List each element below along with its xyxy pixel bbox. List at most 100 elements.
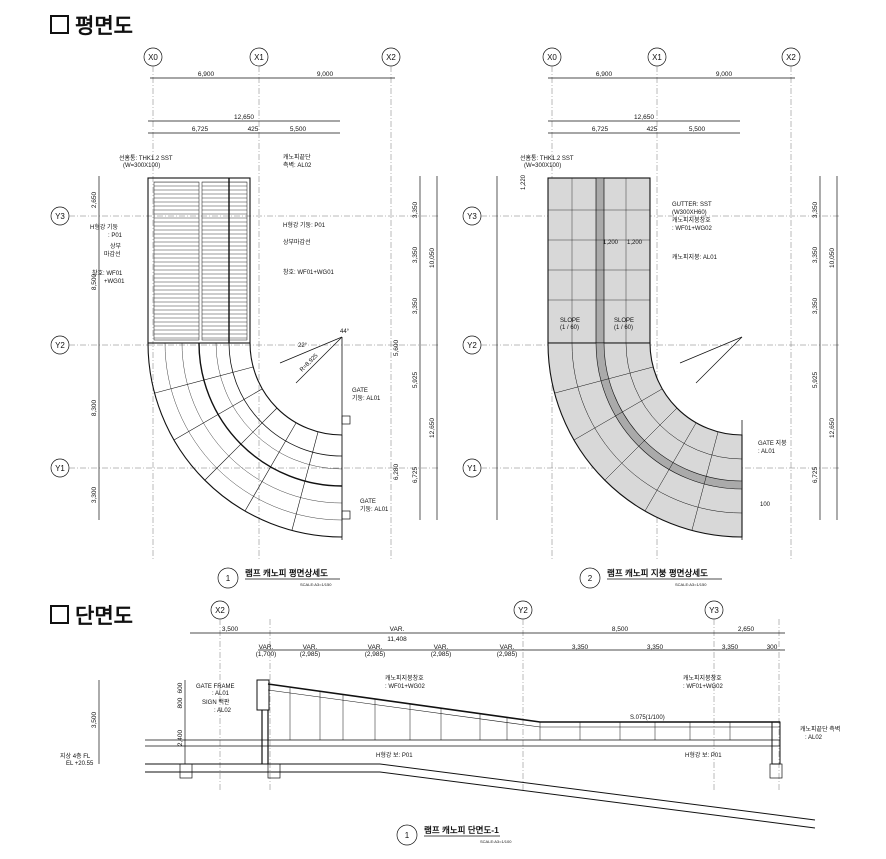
svg-text:VAR.: VAR. (390, 626, 405, 633)
grid-bubble-y2-2: Y2 (462, 335, 482, 355)
svg-text:10,050: 10,050 (429, 248, 436, 268)
grid-bubble-y2: Y2 (50, 335, 70, 355)
svg-text:2,650: 2,650 (738, 626, 755, 633)
svg-text:Y2: Y2 (518, 606, 528, 615)
svg-text:3,300: 3,300 (91, 486, 98, 503)
svg-text:캐노피지붕창호: 캐노피지붕창호 (385, 674, 424, 682)
svg-text:선홈통: THK1.2 SST: 선홈통: THK1.2 SST (520, 154, 574, 162)
svg-text:+WG01: +WG01 (104, 279, 125, 285)
svg-text:VAR.: VAR. (303, 644, 318, 651)
svg-text:22°: 22° (298, 343, 308, 349)
svg-text:캐노피끝단: 캐노피끝단 (283, 153, 311, 161)
svg-text:캐노피지붕창호: 캐노피지붕창호 (672, 216, 711, 224)
svg-text:상부마감선: 상부마감선 (283, 238, 311, 246)
grid-bubble-x0-2: X0 (542, 47, 562, 67)
svg-text:100: 100 (760, 502, 771, 508)
svg-text:: WF01+WG02: : WF01+WG02 (683, 684, 724, 690)
svg-text:12,650: 12,650 (429, 418, 436, 438)
svg-text:1,200: 1,200 (603, 240, 619, 246)
svg-text:(2,985): (2,985) (431, 651, 452, 658)
svg-text:(1,700): (1,700) (256, 651, 277, 658)
grid-bubble-y3-s: Y3 (704, 600, 724, 620)
svg-text:5,500: 5,500 (290, 126, 307, 133)
grid-bubble-x2: X2 (381, 47, 401, 67)
grid-bubble-y3: Y3 (50, 206, 70, 226)
svg-text:3,500: 3,500 (91, 711, 98, 728)
svg-text:9,000: 9,000 (317, 71, 334, 78)
svg-text:측벽: AL02: 측벽: AL02 (283, 161, 312, 169)
svg-text:2,400: 2,400 (177, 729, 184, 746)
svg-text:Y3: Y3 (709, 606, 719, 615)
svg-text:3,500: 3,500 (222, 626, 239, 633)
svg-text:3,350: 3,350 (812, 297, 819, 314)
grid-bubble-y2-s: Y2 (513, 600, 533, 620)
svg-text:상부: 상부 (110, 242, 122, 250)
svg-text:창호: WF01+WG01: 창호: WF01+WG01 (283, 268, 335, 276)
grid-bubble-x2-2: X2 (781, 47, 801, 67)
svg-text:: AL02: : AL02 (805, 735, 823, 741)
svg-text:: AL02: : AL02 (214, 708, 232, 714)
svg-text:캐노피끝단 측벽: 캐노피끝단 측벽 (800, 725, 840, 733)
grid-bubble-x2-s: X2 (210, 600, 230, 620)
svg-text:3,350: 3,350 (572, 644, 589, 651)
svg-text:GATE FRAME: GATE FRAME (196, 684, 235, 690)
svg-text:12,650: 12,650 (634, 114, 654, 121)
svg-text:SCALE:A3=1/150: SCALE:A3=1/150 (675, 582, 707, 587)
grid-bubble-y3-2: Y3 (462, 206, 482, 226)
svg-text:1,220: 1,220 (521, 174, 527, 190)
svg-text:X1: X1 (254, 53, 264, 62)
section-title: 램프 캐노피 단면도-1 (424, 825, 499, 835)
plan-1-title-bubble: 1 (217, 567, 239, 589)
svg-text:Y3: Y3 (55, 212, 65, 221)
svg-text:VAR.: VAR. (259, 644, 274, 651)
svg-text:11,408: 11,408 (387, 636, 407, 643)
svg-text:8,500: 8,500 (91, 273, 98, 290)
svg-text:마감선: 마감선 (104, 250, 121, 258)
svg-text:6,280: 6,280 (393, 463, 400, 480)
svg-text:3,350: 3,350 (647, 644, 664, 651)
svg-text:X1: X1 (652, 53, 662, 62)
svg-text:Y1: Y1 (55, 464, 65, 473)
svg-text:: WF01+WG02: : WF01+WG02 (385, 684, 426, 690)
plan-2-title: 램프 캐노피 지붕 평면상세도 (607, 568, 708, 578)
svg-text:8,300: 8,300 (91, 399, 98, 416)
svg-text:기둥: AL01: 기둥: AL01 (360, 505, 389, 513)
svg-text:: WF01+WG02: : WF01+WG02 (672, 226, 713, 232)
svg-text:X0: X0 (148, 53, 158, 62)
svg-text:GATE: GATE (352, 388, 368, 394)
plan-detail-1: X0 X1 X2 Y3 Y2 Y1 6,900 9,000 12,650 6,7… (50, 47, 440, 589)
svg-text:1,200: 1,200 (627, 240, 643, 246)
svg-text:600: 600 (177, 682, 184, 693)
svg-text:10,050: 10,050 (829, 248, 836, 268)
svg-text:3,350: 3,350 (812, 201, 819, 218)
svg-text:Y3: Y3 (467, 212, 477, 221)
svg-text:X0: X0 (547, 53, 557, 62)
svg-text:(1 / 60): (1 / 60) (614, 325, 633, 331)
svg-text:5,600: 5,600 (393, 339, 400, 356)
plan-heading-text: 평면도 (75, 14, 133, 38)
svg-text:(1 / 60): (1 / 60) (560, 325, 579, 331)
svg-text:Y2: Y2 (467, 341, 477, 350)
section-heading-text: 단면도 (75, 604, 133, 628)
svg-text:2,650: 2,650 (91, 191, 98, 208)
svg-text:VAR.: VAR. (368, 644, 383, 651)
svg-text:6,725: 6,725 (592, 126, 609, 133)
svg-text:Y2: Y2 (55, 341, 65, 350)
plan-1-title: 램프 캐노피 평면상세도 (245, 568, 328, 578)
svg-text:VAR.: VAR. (434, 644, 449, 651)
svg-text:H형강 보: P01: H형강 보: P01 (685, 751, 722, 759)
svg-text:2: 2 (588, 574, 593, 583)
grid-bubble-x0: X0 (143, 47, 163, 67)
svg-text:8,500: 8,500 (612, 626, 629, 633)
svg-text:: AL01: : AL01 (212, 691, 230, 697)
plan-heading: 평면도 (50, 10, 133, 40)
plan-detail-2-roof: X0 X1 X2 Y3 Y2 Y1 6,900 9,000 12,650 6,7… (462, 47, 840, 589)
section-title-bubble: 1 (396, 824, 418, 846)
svg-text:H형강 보: P01: H형강 보: P01 (376, 751, 413, 759)
svg-text:R=8,925: R=8,925 (299, 353, 320, 374)
svg-text:6,900: 6,900 (596, 71, 613, 78)
svg-text:GATE 지붕: GATE 지붕 (758, 439, 787, 447)
svg-text:6,900: 6,900 (198, 71, 215, 78)
svg-text:EL +20.55: EL +20.55 (66, 761, 94, 767)
